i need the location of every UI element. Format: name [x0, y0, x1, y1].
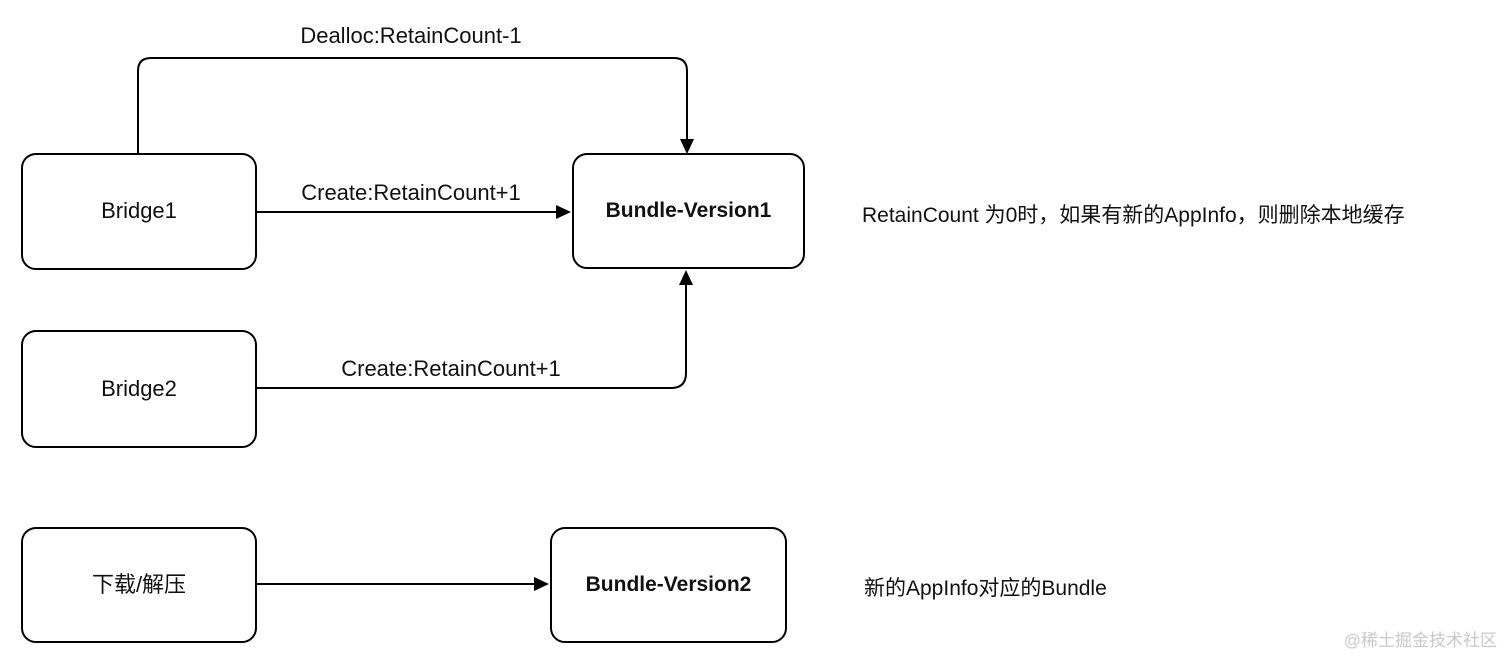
watermark: @稀土掘金技术社区: [1343, 631, 1497, 650]
edge-label-dealloc: Dealloc:RetainCount-1: [300, 23, 522, 48]
node-bundle-version1-label: Bundle-Version1: [605, 199, 772, 223]
node-bundle-version2-label: Bundle-Version2: [585, 573, 752, 597]
edge-dealloc-line: [137, 57, 688, 153]
node-bridge1: Bridge1: [21, 153, 257, 270]
edge-dealloc-arrowhead: [680, 139, 694, 154]
node-bundle-version2: Bundle-Version2: [550, 527, 787, 643]
node-download-unzip-label: 下载/解压: [91, 571, 187, 597]
edge-download-arrowhead: [534, 577, 549, 591]
edge-label-create1: Create:RetainCount+1: [301, 180, 521, 205]
node-bundle-version1: Bundle-Version1: [572, 153, 805, 269]
edge-label-create2: Create:RetainCount+1: [341, 356, 561, 381]
edge-create2-arrowhead: [679, 270, 693, 285]
annotation-bundle1-note: RetainCount 为0时，如果有新的AppInfo，则删除本地缓存: [862, 204, 1405, 227]
node-bridge2: Bridge2: [21, 330, 257, 448]
node-bridge2-label: Bridge2: [101, 375, 177, 401]
edge-create1-arrowhead: [556, 205, 571, 219]
annotation-bundle2-note: 新的AppInfo对应的Bundle: [864, 577, 1107, 600]
node-download-unzip: 下载/解压: [21, 527, 257, 643]
node-bridge1-label: Bridge1: [101, 198, 177, 224]
